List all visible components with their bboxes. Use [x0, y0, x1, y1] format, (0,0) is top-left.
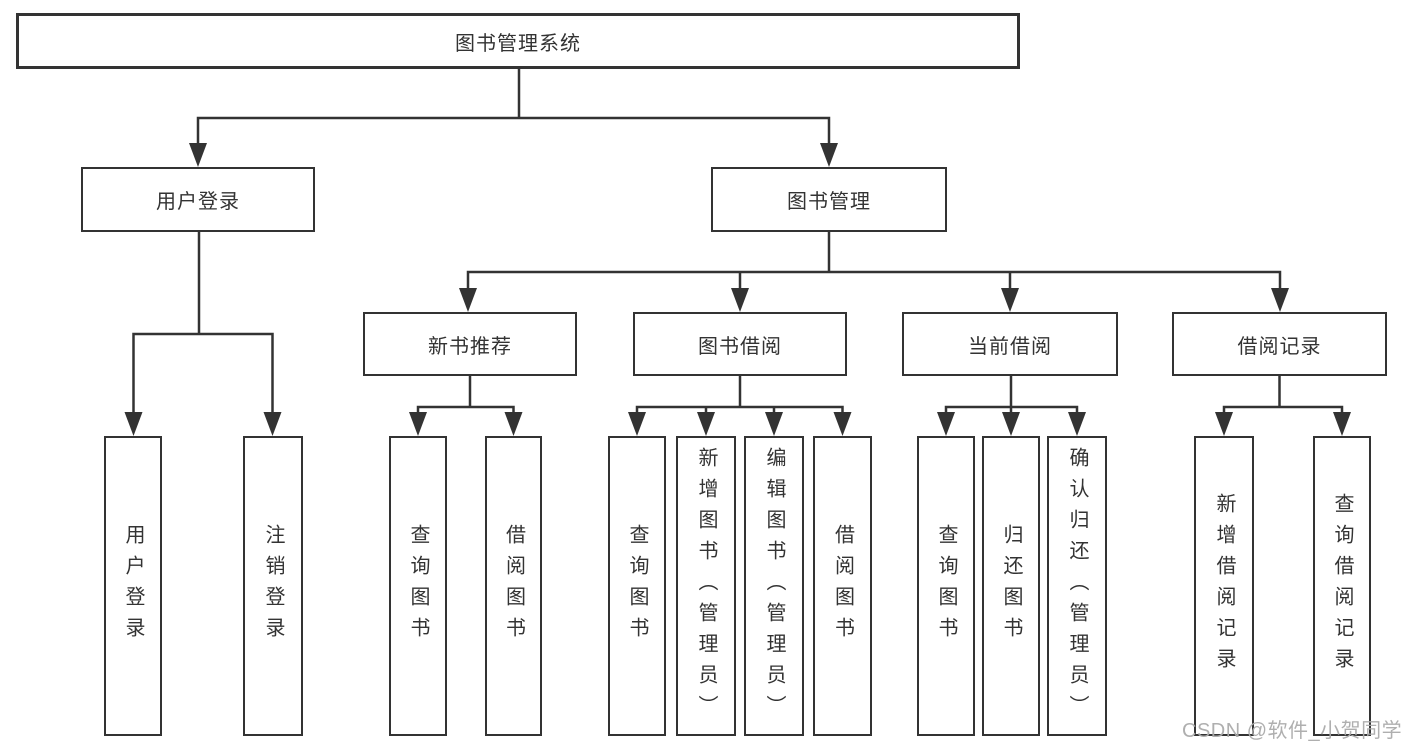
leaf-return-books: 归还图书	[982, 436, 1040, 736]
leaf-add-borrow-record: 新增借阅记录	[1194, 436, 1254, 736]
node-user-login-branch: 用户登录	[81, 167, 315, 232]
leaf-borrow-books-1: 借阅图书	[485, 436, 542, 736]
leaf-query-borrow-record: 查询借阅记录	[1313, 436, 1371, 736]
node-label: 图书管理	[787, 191, 871, 213]
node-label: 图书借阅	[698, 335, 782, 358]
leaf-label: 归还图书	[1000, 524, 1022, 648]
watermark: CSDN @软件_小贺同学	[1182, 720, 1403, 742]
leaf-user-login: 用户登录	[104, 436, 162, 736]
leaf-add-books-admin: 新增图书（管理员）	[676, 436, 736, 736]
leaf-query-books-2: 查询图书	[608, 436, 666, 736]
node-label: 当前借阅	[968, 335, 1052, 358]
leaf-label: 编辑图书（管理员）	[763, 446, 785, 726]
node-label: 用户登录	[156, 191, 240, 213]
node-new-book-recommend: 新书推荐	[363, 312, 577, 376]
leaf-confirm-return-admin: 确认归还（管理员）	[1047, 436, 1107, 736]
leaf-label: 新增借阅记录	[1213, 493, 1235, 679]
leaf-edit-books-admin: 编辑图书（管理员）	[744, 436, 804, 736]
leaf-label: 查询借阅记录	[1331, 493, 1353, 679]
node-book-management-branch: 图书管理	[711, 167, 947, 232]
leaf-label: 查询图书	[935, 524, 957, 648]
node-borrow-records: 借阅记录	[1172, 312, 1387, 376]
leaf-label: 查询图书	[626, 524, 648, 648]
leaf-label: 查询图书	[407, 524, 429, 648]
leaf-label: 新增图书（管理员）	[695, 446, 717, 726]
node-label: 借阅记录	[1237, 335, 1322, 358]
arrowheads-down	[124, 143, 1351, 436]
leaf-label: 用户登录	[122, 524, 144, 648]
leaf-label: 借阅图书	[502, 524, 525, 648]
node-library-system: 图书管理系统	[16, 13, 1020, 69]
leaf-query-books-3: 查询图书	[917, 436, 975, 736]
node-current-borrow: 当前借阅	[902, 312, 1118, 376]
leaf-query-books-1: 查询图书	[389, 436, 447, 736]
leaf-label: 确认归还（管理员）	[1066, 446, 1088, 726]
node-label: 图书管理系统	[455, 32, 581, 55]
leaf-borrow-books-2: 借阅图书	[813, 436, 872, 736]
leaf-logout: 注销登录	[243, 436, 303, 736]
connector-lines	[132, 69, 1344, 413]
node-book-borrow: 图书借阅	[633, 312, 847, 376]
node-label: 新书推荐	[428, 335, 512, 358]
leaf-label: 借阅图书	[831, 524, 854, 648]
leaf-label: 注销登录	[262, 524, 284, 648]
